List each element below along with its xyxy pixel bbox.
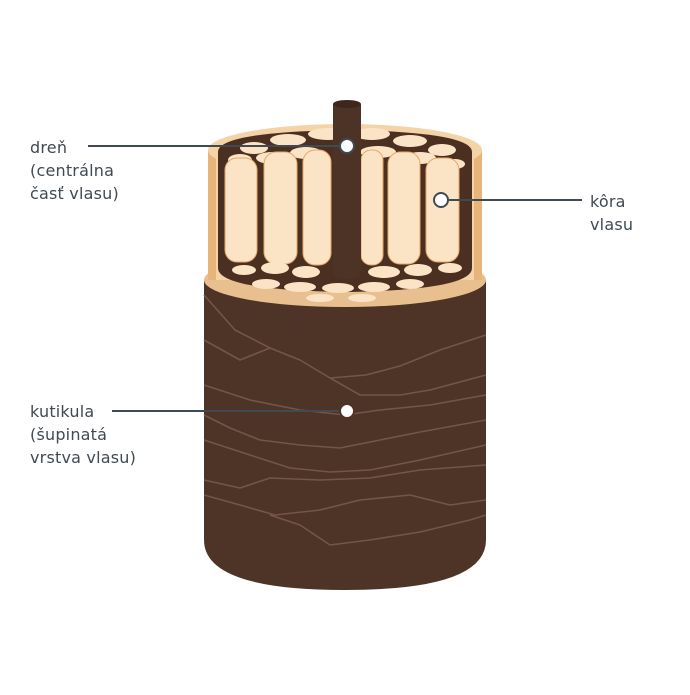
medulla-label: dreň (centrálna časť vlasu) [30,136,119,205]
cuticle-body [204,280,486,590]
medulla-label-line-2: (centrálna [30,161,115,180]
cortex-rim-shadow-right [474,150,482,280]
cuticle-label-line-1: kutikula [30,402,95,421]
cortex-bottom-cells [232,262,462,302]
cuticle-layer [203,280,487,590]
cortex-label: kôra vlasu [590,190,633,236]
leader-cuticle [112,403,355,419]
leader-cortex [433,192,582,208]
cortex-fibers [224,149,460,266]
cortex-rim-shadow [208,150,216,280]
cortex-label-line-1: kôra [590,192,626,211]
medulla-label-line-1: dreň [30,138,68,157]
medulla-rod [333,100,361,279]
cortex-label-line-2: vlasu [590,215,634,234]
cuticle-label: kutikula (šupinatá vrstva vlasu) [30,400,136,469]
marker-medulla [339,138,355,154]
marker-cuticle [339,403,355,419]
cuticle-label-line-2: (šupinatá [30,425,108,444]
medulla-label-line-3: časť vlasu) [30,184,119,203]
leader-medulla [88,138,355,154]
marker-cortex [433,192,449,208]
cuticle-label-line-3: vrstva vlasu) [30,448,137,467]
